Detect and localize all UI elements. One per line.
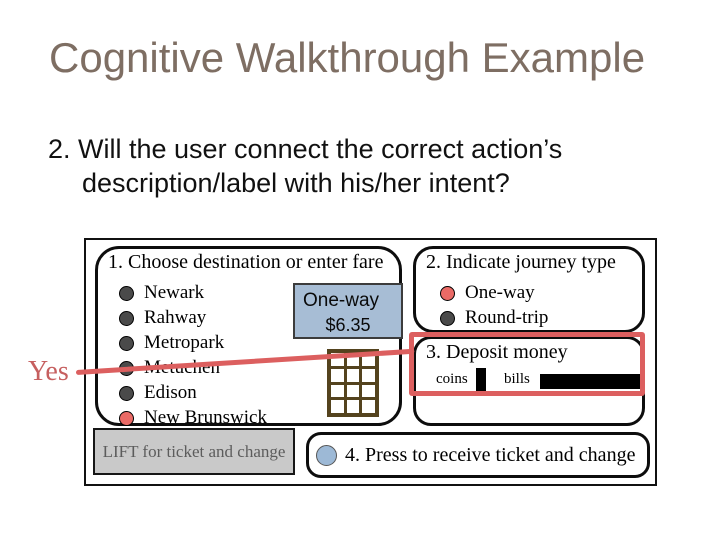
keypad-key[interactable] [346,384,360,398]
radio-icon[interactable] [119,410,134,426]
keypad-key[interactable] [331,400,344,413]
keypad-key[interactable] [362,368,375,382]
panel2-title: 2. Indicate journey type [426,251,616,273]
station-label: Edison [144,382,197,403]
yes-annotation: Yes [28,356,69,387]
highlight-rectangle [409,332,645,396]
panel4-title: 4. Press to receive ticket and change [345,443,636,466]
panel-journey-type: 2. Indicate journey type One-way Round-t… [413,246,645,333]
panel1-title: 1. Choose destination or enter fare [108,251,384,273]
radio-icon[interactable] [440,310,455,326]
journey-option-round-trip[interactable]: Round-trip [440,307,548,329]
keypad-key[interactable] [331,384,344,398]
ticket-machine-mockup: 1. Choose destination or enter fare Newa… [84,238,657,486]
radio-icon[interactable] [440,285,455,301]
journey-label: One-way [465,282,535,303]
keypad-key[interactable] [362,384,375,398]
panel-choose-destination: 1. Choose destination or enter fare Newa… [95,246,403,429]
page-title: Cognitive Walkthrough Example [49,34,646,81]
coin-slot[interactable] [476,368,486,395]
coins-label: coins [436,371,468,387]
keypad-key[interactable] [346,368,360,382]
fare-readout: $6.35 [325,315,371,335]
fare-display: One-way $6.35 [293,283,403,339]
keypad-key[interactable] [346,400,360,413]
radio-icon[interactable] [119,310,134,326]
bills-label: bills [504,371,530,387]
radio-icon[interactable] [119,285,134,301]
radio-icon[interactable] [119,335,134,351]
panel-press-receive: 4. Press to receive ticket and change [306,432,650,478]
bill-slot[interactable] [540,374,640,389]
walkthrough-question: 2. Will the user connect the correct act… [48,132,688,200]
question-line-2: description/label with his/her intent? [82,168,510,198]
journey-type-readout: One-way [303,290,380,311]
panel-deposit-money: 3. Deposit money coins bills [413,336,645,426]
station-option-new-brunswick[interactable]: New Brunswick [119,407,267,429]
question-line-1: 2. Will the user connect the correct act… [48,134,563,164]
keypad [327,349,379,417]
keypad-key[interactable] [331,368,344,382]
station-option-edison[interactable]: Edison [119,382,197,404]
station-label: Newark [144,282,205,303]
station-option-rahway[interactable]: Rahway [119,307,206,329]
station-label: New Brunswick [144,407,267,428]
keypad-key[interactable] [362,400,375,413]
station-label: Rahway [144,307,207,328]
lift-label: LIFT for ticket and change [102,441,286,461]
lift-door[interactable]: LIFT for ticket and change [93,428,295,475]
station-label: Metropark [144,332,225,353]
press-button-icon[interactable] [316,444,337,466]
journey-option-one-way[interactable]: One-way [440,282,535,304]
station-option-metropark[interactable]: Metropark [119,332,224,354]
station-option-newark[interactable]: Newark [119,282,204,304]
panel3-title: 3. Deposit money [426,341,568,363]
radio-icon[interactable] [119,385,134,401]
journey-label: Round-trip [465,307,549,328]
